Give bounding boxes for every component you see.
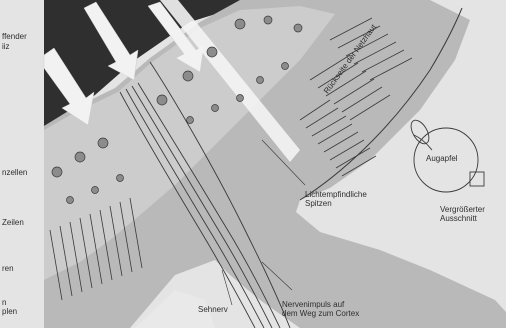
left-fragment-5: ren	[2, 264, 14, 273]
nerve-impulse-line-2: dem Weg zum Cortex	[282, 309, 359, 318]
left-fragment-1: ffender	[2, 32, 27, 41]
left-fragment-6: n	[2, 298, 6, 307]
photosensitive-tips-line-1: Lichtempfindliche	[305, 190, 367, 199]
nerve-impulse-label: Nervenimpuls auf dem Weg zum Cortex	[282, 300, 359, 318]
left-fragment-7: plen	[2, 307, 17, 316]
left-fragment-2: iiz	[2, 42, 10, 51]
magnified-section-label: Vergrößerter Ausschnitt	[440, 205, 485, 223]
photosensitive-tips-label: Lichtempfindliche Spitzen	[305, 190, 367, 208]
photosensitive-tips-line-2: Spitzen	[305, 199, 367, 208]
magnified-section-line-2: Ausschnitt	[440, 214, 485, 223]
left-fragment-3: nzellen	[2, 168, 27, 177]
optic-nerve-label: Sehnerv	[198, 305, 228, 314]
magnified-section-line-1: Vergrößerter	[440, 205, 485, 214]
nerve-impulse-line-1: Nervenimpuls auf	[282, 300, 359, 309]
eyeball-label: Augapfel	[426, 154, 458, 163]
left-fragment-4: Zeilen	[2, 218, 24, 227]
